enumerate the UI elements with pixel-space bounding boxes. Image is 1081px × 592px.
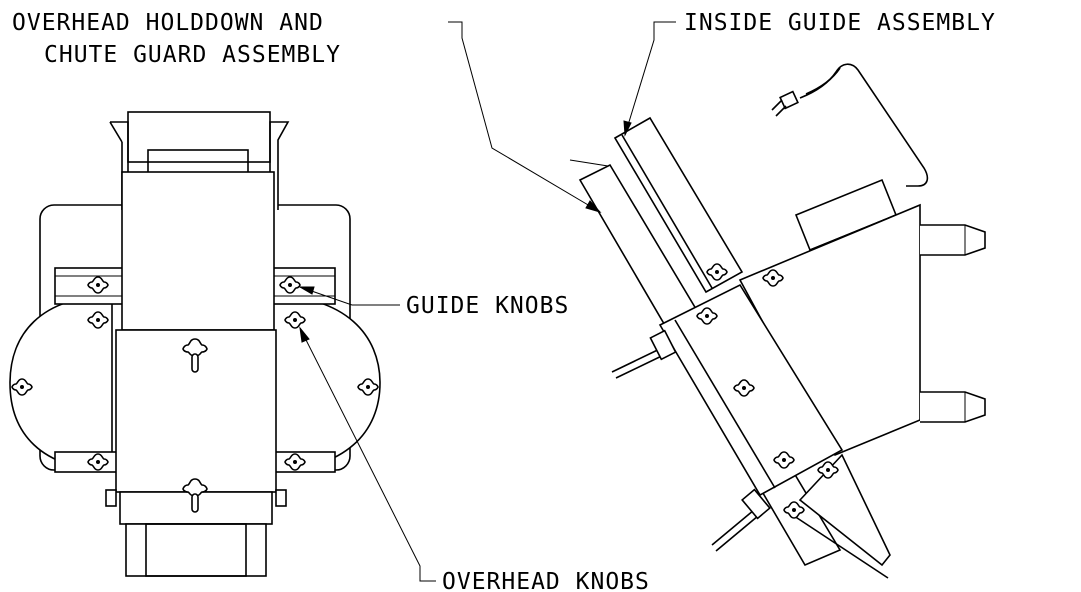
front-view — [9, 111, 381, 577]
inside-guide-assembly — [613, 116, 744, 294]
bottom-motor — [125, 523, 267, 577]
callout-overhead-knobs — [299, 327, 436, 582]
label-guide-knobs: GUIDE KNOBS — [406, 293, 569, 319]
label-overhead-holddown-line1: OVERHEAD HOLDDOWN AND — [12, 10, 324, 36]
nozzle-upper — [920, 224, 986, 256]
callout-inside-guide — [624, 21, 676, 136]
label-overhead-holddown-line2: CHUTE GUARD ASSEMBLY — [44, 42, 341, 68]
callout-guide-knobs — [299, 286, 400, 306]
callout-overhead-holddown — [448, 21, 601, 213]
nozzle-lower — [920, 391, 986, 423]
label-inside-guide: INSIDE GUIDE ASSEMBLY — [684, 10, 996, 36]
callouts — [298, 21, 676, 582]
power-cord — [799, 63, 929, 187]
side-view — [569, 63, 986, 579]
upper-chute-body — [121, 171, 275, 331]
label-overhead-knobs: OVERHEAD KNOBS — [442, 569, 650, 592]
